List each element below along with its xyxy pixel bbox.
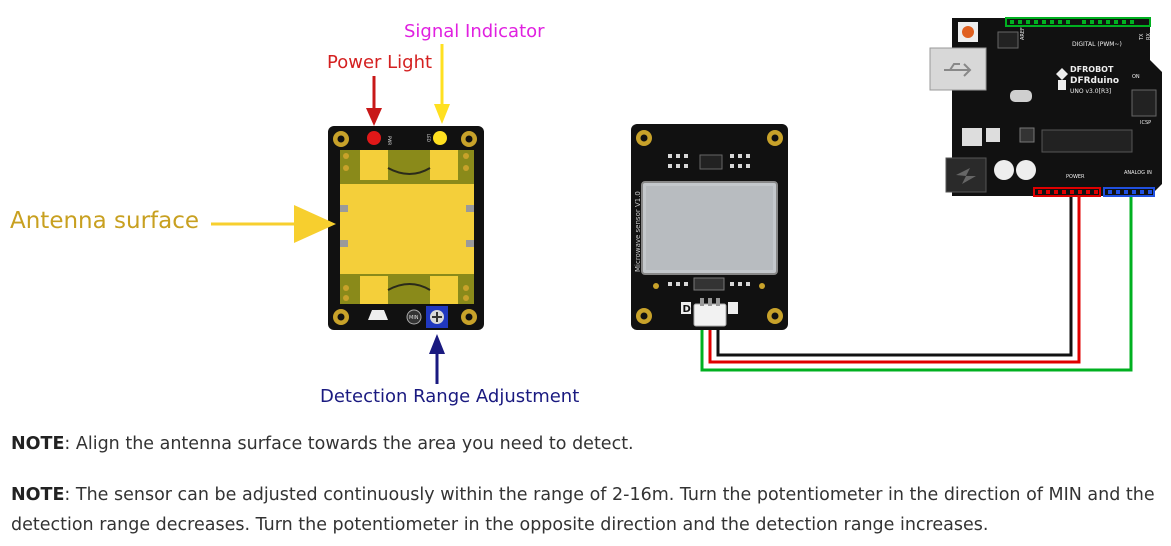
- brand-label: DFROBOT: [1070, 65, 1114, 74]
- callout-arrows: [211, 44, 450, 384]
- on-label: ON: [1132, 74, 1140, 80]
- led-silk: LED: [426, 134, 431, 142]
- min-pad: [406, 309, 422, 325]
- red-wire: [708, 196, 1081, 364]
- black-wire: [716, 196, 1073, 357]
- signal-indicator-label: Signal Indicator: [404, 21, 545, 42]
- power-light-label: Power Light: [327, 52, 433, 73]
- usb-port: [929, 47, 987, 91]
- power-label: POWER: [1066, 174, 1085, 180]
- model-label: DFRduino: [1070, 76, 1119, 86]
- digital-header: [1005, 17, 1151, 27]
- digital-label: DIGITAL (PWM~): [1072, 41, 1122, 48]
- note-antenna: NOTE: Align the antenna surface towards …: [11, 429, 1161, 459]
- wiring-diagram: PWR LED MIN Micr: [211, 17, 1162, 384]
- sensor-module: PWR LED MIN: [328, 126, 484, 330]
- usb-icon: [944, 63, 972, 77]
- icsp-header: [1131, 89, 1157, 117]
- microwave-board: Microwave sensor V1.0 D: [631, 124, 788, 330]
- analog-header: [1103, 187, 1155, 197]
- rx-label: RX: [1146, 33, 1152, 40]
- note-label: NOTE: [11, 434, 65, 454]
- d-badge: [681, 302, 691, 314]
- icsp-label: ICSP: [1140, 120, 1151, 126]
- pwr-silk: PWR: [387, 136, 392, 145]
- note-label: NOTE: [11, 485, 65, 505]
- microwave-chip: [699, 154, 723, 170]
- antenna-plate: [340, 184, 474, 274]
- min-silk: MIN: [409, 315, 419, 321]
- power-header: [1033, 187, 1101, 197]
- note-range: NOTE: The sensor can be adjusted continu…: [11, 480, 1166, 540]
- note-text: : Align the antenna surface towards the …: [64, 434, 634, 454]
- detection-range-label: Detection Range Adjustment: [320, 386, 580, 407]
- microwave-side-label: Microwave sensor V1.0: [634, 191, 642, 272]
- note-text: : The sensor can be adjusted continuousl…: [11, 485, 1155, 535]
- power-led: [367, 131, 381, 145]
- antenna-surface-label: Antenna surface: [10, 208, 200, 234]
- jst-connector: [693, 303, 727, 327]
- tx-label: TX: [1139, 33, 1145, 41]
- capacitor: [994, 160, 1014, 180]
- main-chip: [1041, 129, 1133, 153]
- d-badge-label: D: [683, 304, 691, 315]
- arduino-board: DIGITAL (PWM~) AREF TX RX DFROBOT DFRdui…: [929, 17, 1162, 197]
- version-label: UNO v3.0[R3]: [1070, 88, 1111, 95]
- signal-led: [433, 131, 447, 145]
- analog-label: ANALOG IN: [1124, 170, 1152, 176]
- aref-label: AREF: [1020, 27, 1026, 40]
- power-jack: [945, 157, 987, 193]
- dfrobot-gear-icon: [1056, 68, 1068, 90]
- robot-logo: [368, 310, 388, 320]
